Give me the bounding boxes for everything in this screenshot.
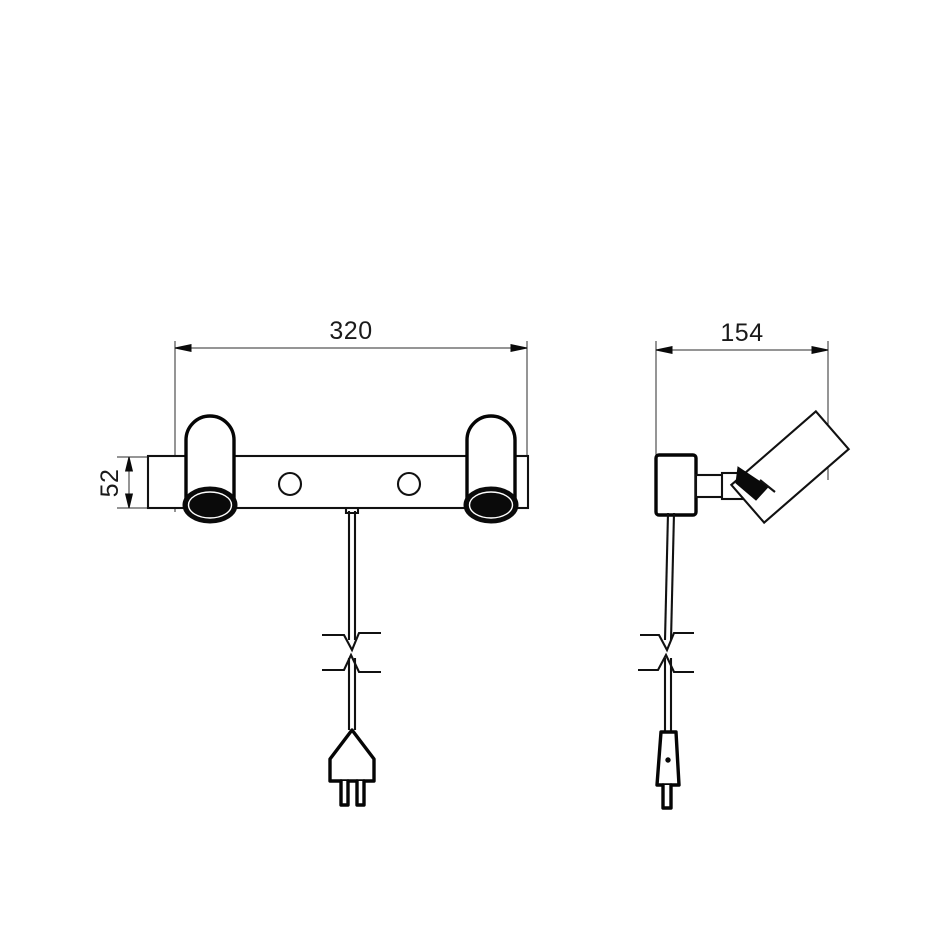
cable-break-symbol-lower-front [322, 652, 381, 674]
dim-arrow-right-side [811, 345, 829, 355]
side-view-group: 154 [638, 319, 851, 810]
wall-bracket [654, 453, 698, 517]
plug-pin-right [355, 779, 366, 807]
right-lens-inner [468, 491, 514, 519]
side-cable-right-edge [669, 512, 676, 641]
break-zigzag-upper-side [640, 631, 694, 653]
pivot-wedge [735, 466, 769, 501]
arm-segment-inner [694, 473, 726, 499]
left-cylinder-spot [182, 414, 238, 524]
side-cable-upper [663, 512, 676, 641]
dim-arrow-right [510, 343, 528, 353]
dim-arrow-top [124, 456, 134, 472]
side-cable-lower [663, 658, 673, 732]
dim-arrow-bottom [124, 493, 134, 509]
dimension-width-320: 320 [174, 317, 528, 512]
plug-body-front [328, 728, 376, 783]
dim-label-320: 320 [329, 317, 372, 345]
side-cable-left-edge [663, 512, 670, 641]
front-cable-upper [347, 511, 357, 640]
break-zigzag-lower [322, 652, 381, 674]
plug-side-dot [665, 757, 671, 763]
mounting-hole-right [396, 471, 422, 497]
wall-bracket-box [654, 453, 698, 517]
dim-label-52: 52 [96, 469, 124, 498]
break-zigzag-lower-side [638, 652, 694, 674]
pivot-detail-line [759, 479, 776, 493]
left-cylinder-body [184, 414, 236, 507]
cable-break-symbol-lower-side [638, 652, 694, 674]
front-cable-lower [347, 658, 357, 730]
dim-arrow-left-side [655, 345, 673, 355]
plug-side-profile [655, 730, 681, 810]
lamp-head-pivot [735, 466, 776, 501]
cable-break-symbol-upper-front [322, 631, 381, 653]
right-cylinder-body [465, 414, 517, 507]
left-lens-inner [187, 491, 233, 519]
plug-pin-left [339, 779, 350, 807]
two-pin-plug-front [328, 728, 376, 807]
right-cylinder-spot [463, 414, 519, 524]
dim-label-154: 154 [720, 319, 763, 347]
break-zigzag-upper [322, 631, 381, 653]
dim-arrow-left [174, 343, 192, 353]
plug-side-pin [661, 783, 673, 810]
dimension-depth-154: 154 [655, 319, 829, 480]
front-view-group: 320 52 [96, 317, 530, 807]
mounting-hole-left [277, 471, 303, 497]
cable-break-symbol-upper-side [640, 631, 694, 653]
cable-exit-nub-front [344, 508, 360, 515]
